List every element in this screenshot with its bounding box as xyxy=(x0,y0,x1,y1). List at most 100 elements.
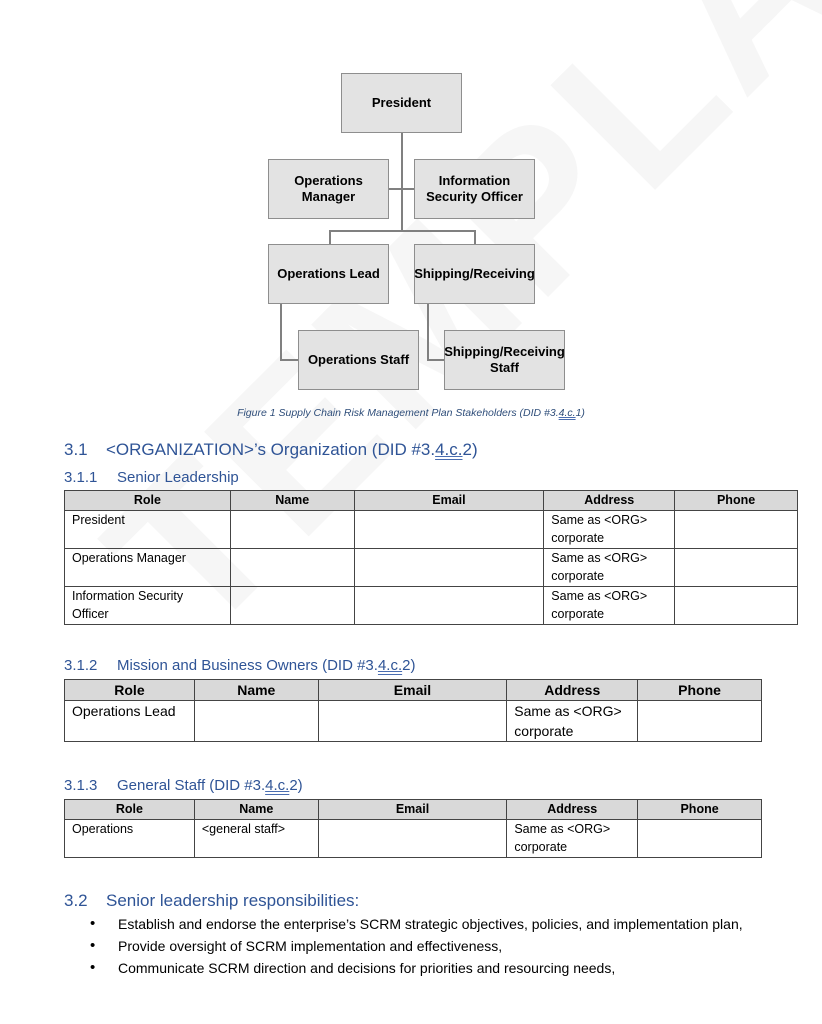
header-phone: Phone xyxy=(637,679,762,701)
list-item: Communicate SCRM direction and decisions… xyxy=(90,957,770,979)
cell-role: Information Security Officer xyxy=(64,585,231,625)
header-address: Address xyxy=(543,490,676,511)
table-header-row: Role Name Email Address Phone xyxy=(64,799,762,820)
header-role: Role xyxy=(64,679,195,701)
list-item: Provide oversight of SCRM implementation… xyxy=(90,935,770,957)
iso-label: Information Security Officer xyxy=(426,173,523,204)
list-item: Establish and endorse the enterprise’s S… xyxy=(90,913,770,935)
connector-line xyxy=(474,230,476,245)
header-name: Name xyxy=(193,799,319,820)
header-address: Address xyxy=(506,799,639,820)
president-label: President xyxy=(371,95,432,110)
mission-owners-table: Role Name Email Address Phone Operations… xyxy=(64,679,762,742)
connector-line xyxy=(427,304,429,360)
president-box: President xyxy=(341,73,462,133)
table-row: Operations <general staff> Same as <ORG>… xyxy=(64,818,762,858)
cell-phone xyxy=(637,818,762,858)
connector-line xyxy=(280,359,298,361)
connector-line xyxy=(427,359,445,361)
cell-email xyxy=(317,700,508,742)
heading-text: General Staff (DID #3. xyxy=(117,777,266,794)
cell-phone xyxy=(674,509,798,549)
heading-3-1-3: 3.1.3 General Staff (DID #3.4.c.2) xyxy=(64,777,303,794)
header-role: Role xyxy=(64,799,195,820)
cell-name xyxy=(193,700,319,742)
cell-name xyxy=(229,585,355,625)
iso-box: Information Security Officer xyxy=(414,159,535,219)
header-email: Email xyxy=(317,679,508,701)
heading-number: 3.1.3 xyxy=(64,777,98,794)
heading-text: <ORGANIZATION>’s Organization (DID #3. xyxy=(106,440,436,459)
header-name: Name xyxy=(229,490,355,511)
cell-phone xyxy=(674,585,798,625)
cell-email xyxy=(353,509,545,549)
cell-phone xyxy=(637,700,762,742)
heading-text: Senior Leadership xyxy=(117,469,239,486)
operations-lead-label: Operations Lead xyxy=(277,266,380,281)
cell-address: Same as <ORG> corporate xyxy=(543,585,676,625)
cell-role: Operations Lead xyxy=(64,700,195,742)
shipping-receiving-label: Shipping/Receiving xyxy=(414,266,535,281)
header-name: Name xyxy=(193,679,319,701)
header-role: Role xyxy=(64,490,231,511)
cell-email xyxy=(353,547,545,587)
caption-ref: 4.c. xyxy=(558,407,576,419)
heading-suffix: 2) xyxy=(402,657,416,674)
table-row: Information Security Officer Same as <OR… xyxy=(64,585,798,625)
header-email: Email xyxy=(353,490,545,511)
heading-ref: 4.c. xyxy=(265,777,290,794)
table-row: Operations Manager Same as <ORG> corpora… xyxy=(64,547,798,587)
heading-suffix: 2) xyxy=(289,777,303,794)
header-email: Email xyxy=(317,799,508,820)
heading-3-1-1: 3.1.1 Senior Leadership xyxy=(64,469,239,486)
heading-3-1: 3.1 <ORGANIZATION>’s Organization (DID #3… xyxy=(64,440,478,460)
caption-suffix: 1) xyxy=(575,407,585,419)
caption-text: Figure 1 Supply Chain Risk Management Pl… xyxy=(237,407,559,419)
connector-line xyxy=(329,230,331,245)
connector-line xyxy=(280,304,282,360)
heading-text: Mission and Business Owners (DID #3. xyxy=(117,657,378,674)
heading-number: 3.1.1 xyxy=(64,469,98,486)
heading-3-1-2: 3.1.2 Mission and Business Owners (DID #3… xyxy=(64,657,415,674)
cell-email xyxy=(317,818,508,858)
heading-number: 3.1 xyxy=(64,440,88,459)
operations-lead-box: Operations Lead xyxy=(268,244,389,304)
table-row: President Same as <ORG> corporate xyxy=(64,509,798,549)
cell-email xyxy=(353,585,545,625)
cell-role: Operations xyxy=(64,818,195,858)
header-address: Address xyxy=(506,679,639,701)
cell-name: <general staff> xyxy=(193,818,319,858)
table-header-row: Role Name Email Address Phone xyxy=(64,679,762,701)
operations-staff-label: Operations Staff xyxy=(307,352,410,367)
connector-line xyxy=(388,188,414,190)
heading-3-2: 3.2 Senior leadership responsibilities: xyxy=(64,891,359,911)
connector-line xyxy=(329,230,475,232)
operations-staff-box: Operations Staff xyxy=(298,330,419,390)
operations-manager-box: Operations Manager xyxy=(268,159,389,219)
header-phone: Phone xyxy=(674,490,798,511)
heading-ref: 4.c. xyxy=(377,657,403,674)
cell-role: President xyxy=(64,509,231,549)
heading-number: 3.1.2 xyxy=(64,657,98,674)
cell-phone xyxy=(674,547,798,587)
heading-number: 3.2 xyxy=(64,891,88,910)
table-header-row: Role Name Email Address Phone xyxy=(64,490,798,511)
cell-name xyxy=(229,509,355,549)
senior-leadership-table: Role Name Email Address Phone President … xyxy=(64,490,798,625)
heading-ref: 4.c. xyxy=(435,440,463,459)
cell-address: Same as <ORG> corporate xyxy=(506,700,639,742)
cell-address: Same as <ORG> corporate xyxy=(506,818,639,858)
shipping-staff-box: Shipping/Receiving Staff xyxy=(444,330,565,390)
shipping-staff-label: Shipping/Receiving Staff xyxy=(444,344,565,375)
operations-manager-label: Operations Manager xyxy=(294,173,363,204)
table-row: Operations Lead Same as <ORG> corporate xyxy=(64,700,762,742)
heading-suffix: 2) xyxy=(462,440,478,459)
connector-line xyxy=(401,133,403,230)
cell-address: Same as <ORG> corporate xyxy=(543,547,676,587)
heading-text: Senior leadership responsibilities: xyxy=(106,891,360,910)
cell-name xyxy=(229,547,355,587)
cell-address: Same as <ORG> corporate xyxy=(543,509,676,549)
general-staff-table: Role Name Email Address Phone Operations… xyxy=(64,799,762,858)
header-phone: Phone xyxy=(637,799,762,820)
responsibilities-list: Establish and endorse the enterprise’s S… xyxy=(90,913,770,979)
